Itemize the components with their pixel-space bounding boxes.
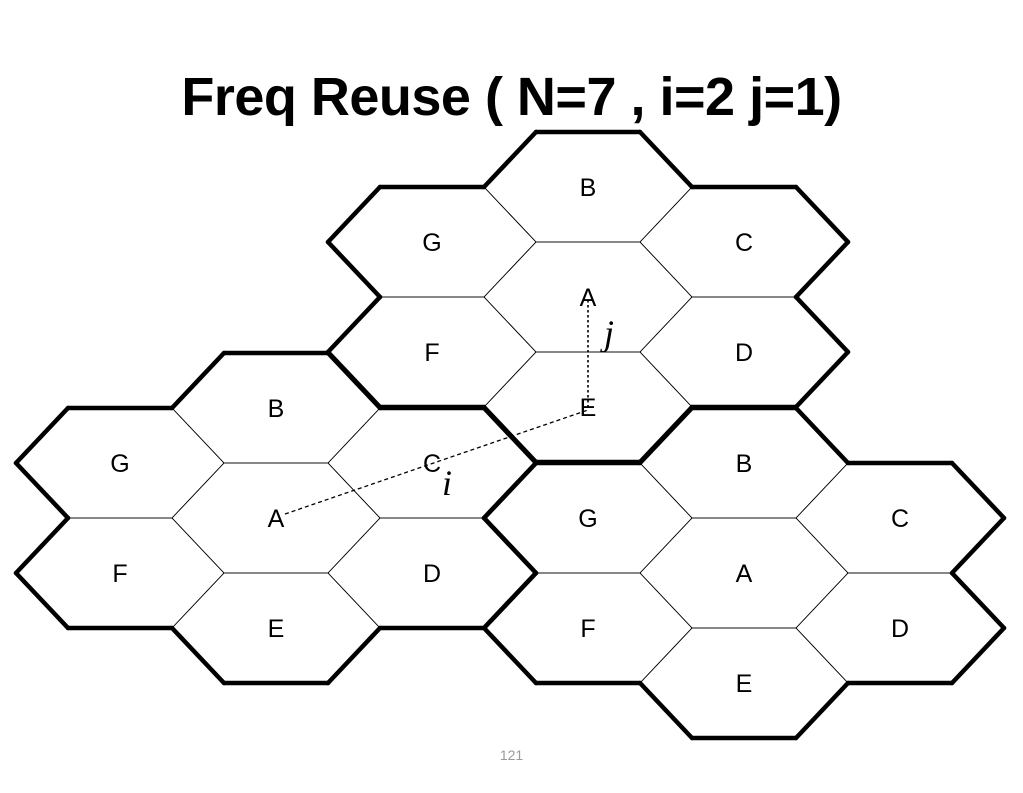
cell-label-top-a: A bbox=[580, 284, 597, 312]
cluster-outline-left bbox=[169, 350, 227, 411]
cell-label-right-b: B bbox=[736, 450, 753, 478]
cluster-outline-right bbox=[949, 570, 1007, 631]
cell-label-left-g: G bbox=[110, 450, 129, 478]
cell-label-left-d: D bbox=[423, 560, 441, 588]
cluster-outline-right bbox=[481, 570, 539, 631]
cluster-outline-top bbox=[325, 184, 383, 245]
cluster-outline-right bbox=[949, 460, 1007, 521]
cluster-outline-top bbox=[325, 294, 383, 355]
cluster-outline-right bbox=[481, 515, 539, 576]
cell-label-left-c: C bbox=[423, 450, 441, 478]
cluster-outline-top bbox=[481, 129, 539, 190]
cluster-outline-top bbox=[637, 129, 695, 190]
cell-label-top-c: C bbox=[735, 229, 753, 257]
cell-label-top-f: F bbox=[424, 339, 439, 367]
cell-label-right-g: G bbox=[578, 505, 597, 533]
cluster-outline-top bbox=[793, 294, 851, 355]
cell-label-right-e: E bbox=[736, 670, 753, 698]
cluster-outline-right bbox=[949, 515, 1007, 576]
cluster-borders bbox=[13, 129, 1007, 741]
cluster-outline-left bbox=[13, 515, 71, 576]
page-number: 121 bbox=[499, 747, 524, 763]
cluster-outline-right bbox=[793, 680, 851, 741]
cluster-outline-top bbox=[793, 239, 851, 300]
cluster-outline-right bbox=[793, 405, 851, 466]
cluster-outline-left bbox=[13, 570, 71, 631]
cell-label-right-f: F bbox=[580, 615, 595, 643]
cluster-outline-top bbox=[325, 239, 383, 300]
cell-label-left-e: E bbox=[268, 615, 285, 643]
cluster-outline-right bbox=[481, 460, 539, 521]
cluster-outline-top bbox=[793, 349, 851, 410]
cell-label-left-f: F bbox=[112, 560, 127, 588]
cluster-outline-right bbox=[481, 625, 539, 686]
cluster-outline-top bbox=[793, 184, 851, 245]
cell-label-top-d: D bbox=[735, 339, 753, 367]
cluster-outline-left bbox=[481, 405, 539, 466]
cell-label-right-c: C bbox=[891, 505, 909, 533]
cluster-outline-right bbox=[637, 405, 695, 466]
cell-label-left-b: B bbox=[268, 395, 285, 423]
cluster-outline-left bbox=[325, 625, 383, 686]
i-label: i bbox=[442, 463, 452, 503]
cell-label-top-g: G bbox=[422, 229, 441, 257]
reuse-path: j i bbox=[284, 300, 614, 515]
cell-label-left-a: A bbox=[268, 505, 285, 533]
cell-label-top-b: B bbox=[580, 174, 597, 202]
cell-label-right-a: A bbox=[736, 560, 753, 588]
slide-title: Freq Reuse ( N=7 , i=2 j=1) bbox=[181, 67, 842, 127]
cell-label-top-e: E bbox=[580, 394, 597, 422]
cluster-outline-right bbox=[637, 680, 695, 741]
cluster-outline-right bbox=[949, 625, 1007, 686]
cluster-outline-left bbox=[13, 405, 71, 466]
cluster-outline-left bbox=[13, 460, 71, 521]
cluster-outline-left bbox=[169, 625, 227, 686]
cell-labels: A B C D E F G A B C D E F G A B C D E F G bbox=[110, 174, 909, 698]
cluster-outline-left bbox=[325, 350, 383, 411]
cell-label-right-d: D bbox=[891, 615, 909, 643]
j-label: j bbox=[600, 313, 614, 353]
i-shift-line bbox=[284, 409, 589, 515]
